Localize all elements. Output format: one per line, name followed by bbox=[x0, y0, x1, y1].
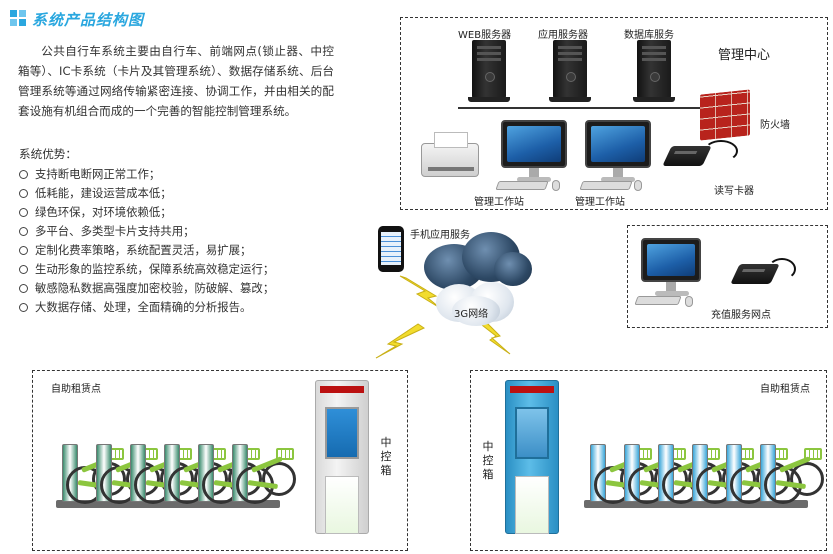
bike-basket-icon bbox=[804, 448, 822, 460]
db-server-icon bbox=[637, 40, 671, 98]
mouse-icon bbox=[634, 180, 642, 191]
rental-point-title-left: 自助租赁点 bbox=[51, 384, 101, 395]
control-box-kiosk-right bbox=[505, 380, 559, 534]
circle-bullet-icon bbox=[19, 303, 28, 312]
management-center-box bbox=[400, 17, 828, 210]
bike-wheel-icon bbox=[790, 462, 824, 496]
reader-cable bbox=[704, 140, 738, 162]
led-display bbox=[320, 386, 364, 393]
recharge-point-box bbox=[627, 225, 828, 328]
monitor-stand bbox=[529, 168, 539, 178]
intro-paragraph: 公共自行车系统主要由自行车、前端网点(锁止器、中控箱等）、IC卡系统（卡片及其管… bbox=[18, 44, 334, 118]
mouse-icon bbox=[552, 180, 560, 191]
db-server-label: 数据库服务 bbox=[624, 30, 674, 41]
advantage-item: 生动形象的监控系统，保障系统高效稳定运行； bbox=[19, 260, 274, 279]
circle-bullet-icon bbox=[19, 284, 28, 293]
app-server-label: 应用服务器 bbox=[538, 30, 588, 41]
server-base bbox=[549, 97, 591, 102]
monitor-base bbox=[655, 291, 689, 296]
mobile-service-label: 手机应用服务 bbox=[410, 230, 470, 241]
rental-point-title-right: 自助租赁点 bbox=[760, 384, 810, 395]
section-header: 系统产品结构图 bbox=[10, 9, 144, 29]
control-box-label-right: 中控箱 bbox=[482, 440, 494, 481]
circle-bullet-icon bbox=[19, 246, 28, 255]
keyboard-icon bbox=[579, 181, 633, 190]
recharge-point-label: 充值服务网点 bbox=[711, 310, 771, 321]
dock-base bbox=[56, 500, 280, 508]
firewall-label: 防火墙 bbox=[760, 120, 790, 131]
circle-bullet-icon bbox=[19, 170, 28, 179]
page-title: 系统产品结构图 bbox=[32, 10, 145, 29]
circle-bullet-icon bbox=[19, 227, 28, 236]
monitor-icon bbox=[501, 120, 567, 168]
advantage-item: 敏感隐私数据高强度加密校验，防破解、篡改； bbox=[19, 279, 274, 298]
advantages-list: 支持断电断网正常工作； 低耗能，建设运营成本低； 绿色环保，对环境依赖低； 多平… bbox=[19, 165, 274, 317]
network-line bbox=[458, 107, 706, 109]
cloud-light-puff bbox=[452, 296, 500, 326]
control-box-label-left: 中控箱 bbox=[380, 436, 392, 477]
management-center-title: 管理中心 bbox=[718, 48, 771, 63]
advantage-item: 支持断电断网正常工作； bbox=[19, 165, 274, 184]
keyboard-icon bbox=[495, 181, 549, 190]
monitor-base bbox=[601, 177, 635, 182]
printer-icon bbox=[421, 132, 479, 177]
squares-logo-icon bbox=[10, 10, 28, 28]
circle-bullet-icon bbox=[19, 189, 28, 198]
3g-network-label: 3G网络 bbox=[454, 309, 489, 320]
advantage-item: 绿色环保，对环境依赖低； bbox=[19, 203, 274, 222]
monitor-stand bbox=[613, 168, 623, 178]
workstation-label-1: 管理工作站 bbox=[474, 197, 524, 208]
monitor-base bbox=[517, 177, 551, 182]
web-server-label: WEB服务器 bbox=[458, 30, 512, 41]
bike-wheel-icon bbox=[262, 462, 296, 496]
workstation-label-2: 管理工作站 bbox=[575, 197, 625, 208]
dock-base bbox=[584, 500, 808, 508]
rental-point-box-left bbox=[32, 370, 408, 551]
rental-point-box-right bbox=[470, 370, 827, 551]
advantage-item: 多平台、多类型卡片支持共用； bbox=[19, 222, 274, 241]
server-base bbox=[633, 97, 675, 102]
monitor-icon bbox=[641, 238, 701, 282]
smartphone-icon bbox=[378, 226, 404, 272]
monitor-stand bbox=[666, 282, 676, 292]
lightning-bolt-icon bbox=[375, 323, 426, 359]
circle-bullet-icon bbox=[19, 265, 28, 274]
kiosk-screen bbox=[325, 407, 359, 459]
advantages-heading: 系统优势： bbox=[19, 147, 77, 161]
control-box-kiosk-left bbox=[315, 380, 369, 534]
monitor-icon bbox=[585, 120, 651, 168]
advantage-item: 低耗能，建设运营成本低； bbox=[19, 184, 274, 203]
lightning-bolt-icon bbox=[399, 275, 441, 309]
card-reader-label: 读写卡器 bbox=[714, 186, 754, 197]
kiosk-poster bbox=[325, 476, 359, 534]
advantage-item: 大数据存储、处理，全面精确的分析报告。 bbox=[19, 298, 274, 317]
brick-firewall-icon bbox=[700, 89, 750, 141]
web-server-icon bbox=[472, 40, 506, 98]
reader-cable bbox=[768, 258, 796, 280]
server-base bbox=[468, 97, 510, 102]
mouse-icon bbox=[685, 296, 693, 307]
kiosk-poster bbox=[515, 476, 549, 534]
app-server-icon bbox=[553, 40, 587, 98]
circle-bullet-icon bbox=[19, 208, 28, 217]
advantage-item: 定制化费率策略，系统配置灵活，易扩展； bbox=[19, 241, 274, 260]
kiosk-screen bbox=[515, 407, 549, 459]
led-display bbox=[510, 386, 554, 393]
bike-basket-icon bbox=[276, 448, 294, 460]
keyboard-icon bbox=[634, 296, 682, 305]
cloud-dark-puff bbox=[494, 252, 532, 286]
